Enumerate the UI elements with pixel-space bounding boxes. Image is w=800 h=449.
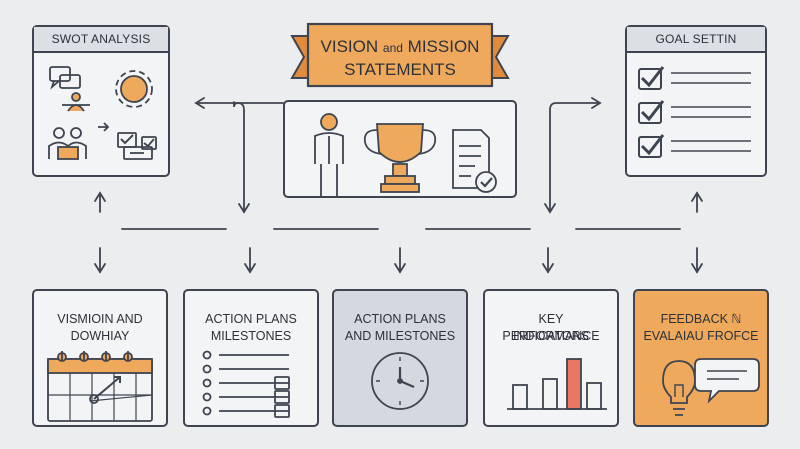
checklist-icon bbox=[117, 132, 157, 160]
kpi-bar-4 bbox=[586, 382, 602, 410]
document-check-icon bbox=[452, 129, 497, 193]
card-title-line2: MILESTONES bbox=[210, 329, 292, 343]
center-icons bbox=[314, 113, 497, 196]
calendar-chart-icon bbox=[47, 351, 153, 422]
kpi-bar-2 bbox=[542, 378, 558, 410]
person-icon bbox=[314, 113, 344, 196]
kpi-bar-1 bbox=[512, 384, 528, 410]
card-title-line1: FEEDBACK ℕ bbox=[660, 312, 742, 326]
goal-title: GOAL SETTIN bbox=[655, 32, 737, 46]
connector-left-down bbox=[237, 102, 245, 213]
card-title-line2: INDICATORS bbox=[513, 329, 589, 343]
svg-text:VISION and MISSION: VISION and MISSION bbox=[321, 37, 480, 56]
swot-title: SWOT ANALYSIS bbox=[51, 32, 151, 46]
speech-bubble-icon bbox=[694, 358, 760, 404]
arrow-left-tip bbox=[194, 97, 205, 109]
lightbulb-icon bbox=[662, 360, 696, 416]
goal-checklist bbox=[638, 66, 751, 158]
card-action-plans-and-milestones: ACTION PLANS AND MILESTONES bbox=[332, 289, 468, 427]
team-icon bbox=[48, 127, 87, 160]
card-title-line1: ACTION PLANS bbox=[354, 312, 446, 326]
checkbox-icon bbox=[638, 134, 751, 158]
checkbox-icon bbox=[638, 66, 751, 90]
arrow-left-down-tip bbox=[238, 203, 250, 214]
arrow-up-goal-tip bbox=[691, 191, 703, 202]
lightbulb-speech-icon bbox=[662, 358, 760, 416]
goal-setting-box: GOAL SETTIN bbox=[625, 25, 767, 177]
arrow-right-tip bbox=[591, 97, 602, 109]
trophy-icon bbox=[363, 123, 437, 193]
card-key-performance-indicators: KEY PERFORMANCE INDICATORS bbox=[483, 289, 619, 427]
chat-icon bbox=[49, 66, 81, 90]
arrow-right-down-tip bbox=[544, 203, 556, 214]
gear-icon bbox=[115, 70, 153, 108]
card-title-line2: EVALAIAU FROFCE bbox=[643, 329, 759, 343]
bar-chart-icon bbox=[507, 358, 607, 410]
kpi-bar-3 bbox=[566, 358, 582, 410]
card-feedback-evaluation: FEEDBACK ℕ EVALAIAU FROFCE bbox=[633, 289, 769, 427]
clock-icon bbox=[371, 352, 429, 410]
card-title-line1: KEY PERFORMANCE bbox=[502, 312, 600, 343]
swot-icons bbox=[48, 66, 157, 160]
calendar-rings bbox=[57, 351, 133, 362]
banner-word-and: and bbox=[383, 41, 403, 55]
arrows-icon bbox=[98, 122, 110, 132]
card-action-plans-milestones: ACTION PLANS MILESTONES bbox=[183, 289, 319, 427]
card-vision-dowhiay: VISMIOIN AND DOWHIAY bbox=[32, 289, 168, 427]
arrow-to-goal bbox=[549, 102, 601, 213]
card-title-line2: AND MILESTONES bbox=[344, 329, 456, 343]
checkbox-icon bbox=[638, 100, 751, 124]
banner-word-mission: MISSION bbox=[408, 37, 480, 56]
center-vision-box bbox=[283, 100, 517, 198]
card-title-line1: VISMIOIN AND bbox=[57, 312, 143, 326]
banner-line2: STATEMENTS bbox=[344, 60, 456, 79]
people-orange-icon bbox=[62, 92, 90, 112]
list-icon bbox=[202, 350, 290, 418]
card-title-line2: DOWHIAY bbox=[70, 329, 130, 343]
vision-mission-banner: VISION and MISSION STATEMENTS bbox=[290, 22, 510, 88]
swot-analysis-box: SWOT ANALYSIS bbox=[32, 25, 170, 177]
banner-word-vision: VISION bbox=[321, 37, 379, 56]
card-title-line1: ACTION PLANS bbox=[205, 312, 297, 326]
arrow-up-swot-tip bbox=[94, 191, 106, 202]
